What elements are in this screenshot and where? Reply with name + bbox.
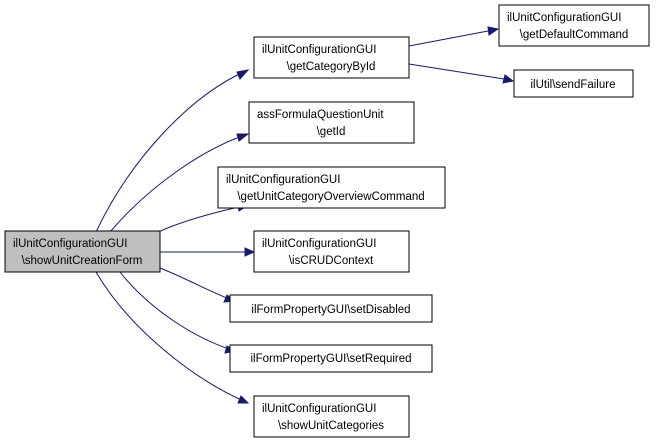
node-iscrudcontext-line2: \isCRUDContext xyxy=(289,255,374,267)
edge-root-to-getunitcategoryoverviewcommand xyxy=(157,204,249,233)
node-getcategorybyid-line1: ilUnitConfigurationGUI xyxy=(262,44,376,56)
node-showunitcategories-line1: ilUnitConfigurationGUI xyxy=(262,403,376,415)
root-node-line1: ilUnitConfigurationGUI xyxy=(13,238,127,250)
node-getcategorybyid-line2: \getCategoryById xyxy=(287,61,376,73)
arrowhead-sendfailure xyxy=(502,74,515,84)
node-getunitcategoryoverviewcommand-line2: \getUnitCategoryOverviewCommand xyxy=(237,191,424,203)
node-getunitcategoryoverviewcommand-line1: ilUnitConfigurationGUI xyxy=(226,174,340,186)
edge-root-to-getid xyxy=(109,133,249,233)
node-getid[interactable]: assFormulaQuestionUnit \getId xyxy=(248,101,415,144)
arrowhead-showunitcategories xyxy=(237,395,250,404)
node-getid-line1: assFormulaQuestionUnit xyxy=(257,109,384,121)
edge-root-to-setrequired xyxy=(119,271,233,351)
node-setrequired[interactable]: ilFormPropertyGUI\setRequired xyxy=(229,344,433,373)
edges xyxy=(95,26,515,404)
arrowhead-getcategorybyid xyxy=(236,69,250,80)
root-node[interactable]: ilUnitConfigurationGUI \showUnitCreation… xyxy=(4,230,161,273)
node-getid-line2: \getId xyxy=(317,126,346,138)
edge-getcategorybyid-to-getdefaultcommand xyxy=(408,30,489,47)
node-setdisabled-label: ilFormPropertyGUI\setDisabled xyxy=(251,304,410,316)
node-iscrudcontext-line1: ilUnitConfigurationGUI xyxy=(262,238,376,250)
arrowhead-getid xyxy=(236,133,250,142)
node-getcategorybyid[interactable]: ilUnitConfigurationGUI \getCategoryById xyxy=(253,36,410,79)
node-showunitcategories-line2: \showUnitCategories xyxy=(278,420,384,432)
arrowhead-iscrudcontext xyxy=(244,247,256,257)
edge-root-to-setdisabled xyxy=(159,267,233,301)
node-sendfailure[interactable]: ilUtil\sendFailure xyxy=(513,69,634,98)
root-node-line2: \showUnitCreationForm xyxy=(22,255,143,267)
node-iscrudcontext[interactable]: ilUnitConfigurationGUI \isCRUDContext xyxy=(253,230,410,273)
node-getdefaultcommand-line2: \getDefaultCommand xyxy=(520,29,629,41)
node-getdefaultcommand[interactable]: ilUnitConfigurationGUI \getDefaultComman… xyxy=(498,4,650,47)
node-sendfailure-label: ilUtil\sendFailure xyxy=(530,79,615,91)
node-getdefaultcommand-line1: ilUnitConfigurationGUI xyxy=(507,12,621,24)
edge-root-to-getcategorybyid xyxy=(95,69,249,233)
arrowhead-getdefaultcommand xyxy=(487,26,500,36)
node-getunitcategoryoverviewcommand[interactable]: ilUnitConfigurationGUI \getUnitCategoryO… xyxy=(217,166,446,209)
node-setdisabled[interactable]: ilFormPropertyGUI\setDisabled xyxy=(229,294,433,323)
node-setrequired-label: ilFormPropertyGUI\setRequired xyxy=(250,353,411,365)
node-showunitcategories[interactable]: ilUnitConfigurationGUI \showUnitCategori… xyxy=(253,395,410,438)
edge-getcategorybyid-to-sendfailure xyxy=(408,63,505,80)
edge-root-to-showunitcategories xyxy=(95,271,247,403)
